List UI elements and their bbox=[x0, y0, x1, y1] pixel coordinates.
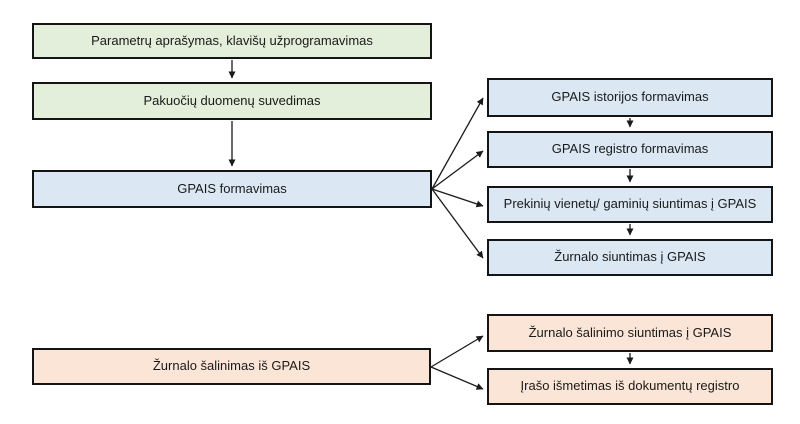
node-label: Įrašo išmetimas iš dokumentų registro bbox=[520, 378, 740, 394]
node-gpais-istorijos: GPAIS istorijos formavimas bbox=[487, 78, 773, 117]
arrow-gpais-to-istorijos bbox=[431, 97, 484, 190]
arrow-salinimas-to-iraso-ismetimas bbox=[430, 366, 484, 390]
node-label: Parametrų aprašymas, klavišų užprogramav… bbox=[91, 32, 373, 48]
node-prekiniu-vienetu: Prekinių vienetų/ gaminių siuntimas į GP… bbox=[487, 186, 773, 223]
node-label: Žurnalo siuntimas į GPAIS bbox=[554, 249, 706, 265]
arrow-gpais-to-prekiniu bbox=[431, 188, 484, 208]
node-label: Prekinių vienetų/ gaminių siuntimas į GP… bbox=[503, 196, 757, 212]
node-gpais-formavimas: GPAIS formavimas bbox=[32, 170, 432, 208]
node-iraso-ismetimas: Įrašo išmetimas iš dokumentų registro bbox=[487, 368, 773, 405]
node-label: GPAIS istorijos formavimas bbox=[551, 89, 709, 105]
node-label: GPAIS registro formavimas bbox=[551, 141, 709, 157]
node-label: Žurnalo šalinimo siuntimas į GPAIS bbox=[528, 324, 732, 340]
arrow-salinimas-to-salinimo-siuntimas bbox=[430, 335, 484, 368]
node-zurnalo-siuntimas: Žurnalo siuntimas į GPAIS bbox=[487, 239, 773, 276]
node-label: GPAIS formavimas bbox=[177, 180, 287, 196]
node-pakuociu-duomenu: Pakuočių duomenų suvedimas bbox=[32, 82, 432, 120]
node-parametru-aprasymas: Parametrų aprašymas, klavišų užprogramav… bbox=[32, 23, 432, 59]
node-zurnalo-salinimo-siuntimas: Žurnalo šalinimo siuntimas į GPAIS bbox=[487, 314, 773, 352]
node-label: Pakuočių duomenų suvedimas bbox=[143, 92, 321, 108]
node-zurnalo-salinimas: Žurnalo šalinimas iš GPAIS bbox=[32, 348, 431, 385]
arrow-gpais-to-registro bbox=[431, 150, 484, 190]
arrow-gpais-to-zurnalo-siuntimas bbox=[431, 188, 484, 259]
node-label: Žurnalo šalinimas iš GPAIS bbox=[152, 358, 311, 374]
node-gpais-registro: GPAIS registro formavimas bbox=[487, 131, 773, 168]
